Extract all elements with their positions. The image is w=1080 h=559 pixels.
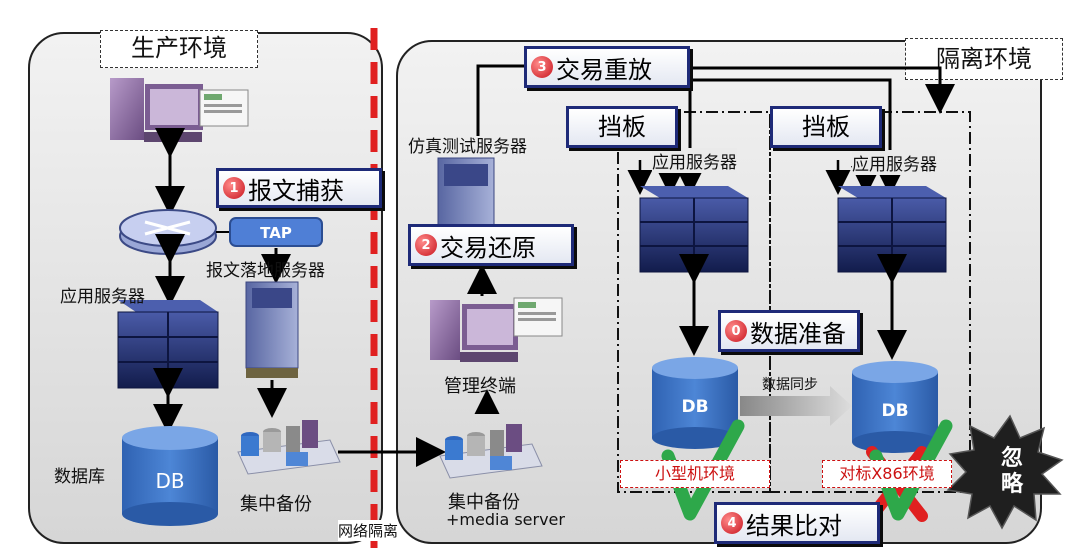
target-env-label: 对标X86环境 — [822, 460, 952, 488]
database-label: 数据库 — [54, 467, 105, 487]
target-env-app-server-icon — [837, 186, 947, 273]
ignore-text-line-1: 忽 — [1000, 446, 1023, 471]
data-sync-label: 数据同步 — [762, 377, 818, 393]
step-prepare: 0 数据准备 — [718, 310, 860, 352]
network-isolation-label: 网络隔离 — [338, 520, 399, 541]
step-replay: 3 交易重放 — [524, 46, 690, 88]
small-env-app-server-label: 应用服务器 — [652, 148, 737, 173]
ignore-burst — [946, 414, 1064, 530]
step-compare: 4 结果比对 — [714, 502, 880, 544]
baffle-target-env: 挡板 — [770, 106, 882, 148]
production-pc-icon — [110, 78, 249, 142]
sim-server-label: 仿真测试服务器 — [408, 137, 527, 157]
isolated-backup-cluster-icon — [439, 424, 543, 479]
backup-media-label-2: +media server — [446, 510, 565, 529]
router-icon — [119, 209, 217, 255]
data-sync-arrow — [740, 386, 852, 426]
packet-server-label: 报文落地服务器 — [206, 261, 325, 281]
ignore-text-line-2: 略 — [1000, 472, 1023, 497]
small-env-db-icon — [652, 357, 738, 449]
production-zone-title: 生产环境 — [100, 30, 258, 68]
ignore-text: 忽 略 — [990, 446, 1034, 498]
mgmt-terminal-label: 管理终端 — [444, 376, 516, 397]
backup-cluster-icon — [237, 420, 341, 475]
small-env-db-label: DB — [681, 397, 708, 417]
small-env-label: 小型机环境 — [620, 460, 770, 488]
backup-label: 集中备份 — [240, 494, 312, 515]
production-db-label: DB — [155, 469, 184, 493]
step-capture-label: 报文捕获 — [248, 176, 344, 205]
packet-tower-server-icon — [245, 281, 299, 378]
management-terminal-icon — [430, 297, 563, 362]
step-replay-label: 交易重放 — [556, 55, 652, 84]
step-restore: 2 交易还原 — [408, 224, 574, 266]
target-env-app-server-label: 应用服务器 — [852, 150, 937, 175]
step-compare-label: 结果比对 — [746, 511, 842, 540]
step-replay-number: 3 — [531, 56, 553, 78]
tap-device — [229, 217, 323, 247]
production-app-server-icon — [117, 300, 219, 389]
baffle-small-env: 挡板 — [566, 106, 678, 148]
production-db-icon — [122, 426, 218, 526]
step-prepare-label: 数据准备 — [750, 319, 846, 348]
small-env-app-server-icon — [639, 186, 749, 273]
step-compare-number: 4 — [721, 512, 743, 534]
step-restore-number: 2 — [415, 234, 437, 256]
target-env-db-label: DB — [881, 401, 908, 421]
step-capture: 1 报文捕获 — [216, 168, 382, 208]
step-capture-number: 1 — [223, 177, 245, 199]
isolation-zone-title: 隔离环境 — [905, 38, 1063, 80]
tap-label: TAP — [260, 224, 292, 242]
production-app-server-label: 应用服务器 — [60, 287, 145, 307]
step-prepare-number: 0 — [725, 320, 747, 342]
step-restore-label: 交易还原 — [440, 233, 536, 262]
backup-media-label-1: 集中备份 — [448, 492, 520, 513]
